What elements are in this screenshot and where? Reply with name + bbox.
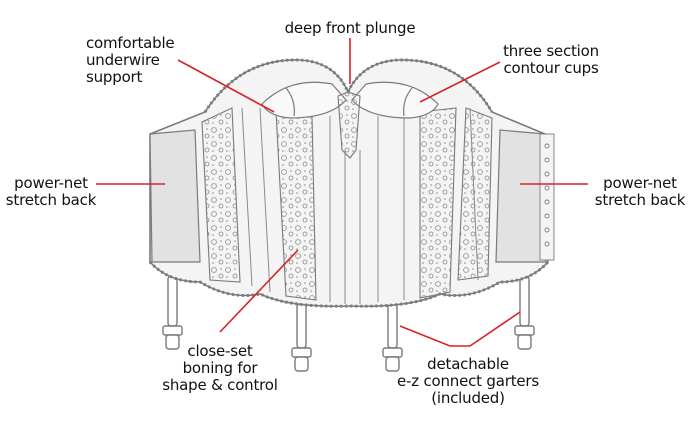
label-deep-front-plunge: deep front plunge (284, 19, 416, 37)
power-net-panel-right (495, 129, 547, 263)
label-power-net-right: power-net stretch back (594, 174, 686, 209)
garter-right-inner (382, 303, 403, 372)
leader-underwire (177, 59, 275, 113)
leader-boning (219, 249, 299, 333)
garters (162, 275, 535, 372)
cup-left (261, 81, 347, 119)
leader-cups (419, 61, 501, 103)
lace-panels (201, 107, 493, 301)
lace-trim-bottom (148, 260, 550, 308)
contour-cups (261, 81, 439, 119)
label-power-net-left: power-net stretch back (5, 174, 97, 209)
leader-garters (399, 311, 521, 347)
power-net-panel-left (149, 129, 201, 263)
boning-lines (241, 107, 479, 304)
label-garters: detachable e-z connect garters (included… (396, 355, 540, 407)
garter-left-inner (291, 303, 312, 372)
label-boning: close-set boning for shape & control (162, 342, 278, 394)
leader-lines (96, 38, 588, 347)
label-contour-cups: three section contour cups (503, 42, 599, 77)
garter-left-outer (162, 275, 183, 350)
cup-right (351, 81, 439, 119)
center-gore (337, 91, 361, 159)
label-underwire-support: comfortable underwire support (86, 34, 175, 86)
hook-eye-closure (539, 133, 555, 261)
